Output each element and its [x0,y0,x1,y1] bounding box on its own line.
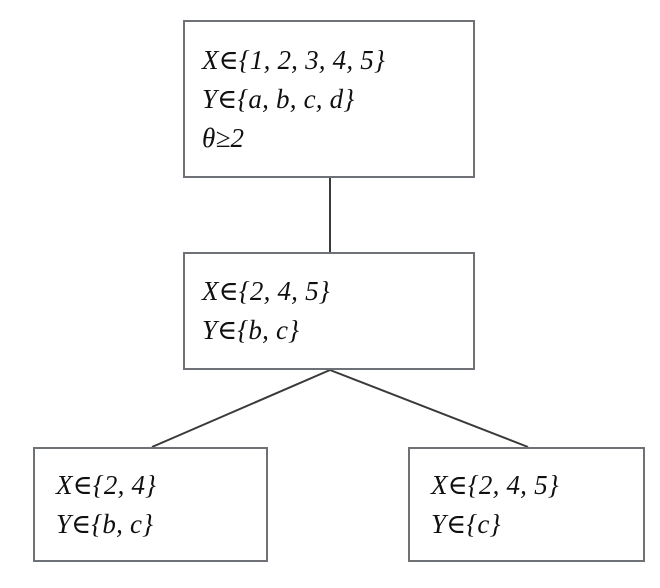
tree-node-root[interactable]: X∈{1, 2, 3, 4, 5} Y∈{a, b, c, d} θ≥2 [183,20,475,178]
node-root-line-x: X∈{1, 2, 3, 4, 5} [202,44,385,75]
edge-mid-leaf-right [329,369,529,448]
node-leaf-left-line-x: X∈{2, 4} [56,469,157,500]
node-leaf-left-line-y: Y∈{b, c} [56,508,154,539]
node-leaf-right-line-x: X∈{2, 4, 5} [431,469,559,500]
node-root-line-theta: θ≥2 [202,122,245,153]
tree-node-leaf-left[interactable]: X∈{2, 4} Y∈{b, c} [33,447,268,562]
edge-mid-leaf-left [151,369,331,448]
node-mid-line-x: X∈{2, 4, 5} [202,276,330,306]
node-root-line-y: Y∈{a, b, c, d} [202,83,355,114]
tree-node-mid[interactable]: X∈{2, 4, 5} Y∈{b, c} [183,252,475,370]
node-mid-line-y: Y∈{b, c} [202,315,300,345]
node-leaf-right-line-y: Y∈{c} [431,508,501,539]
tree-node-leaf-right[interactable]: X∈{2, 4, 5} Y∈{c} [408,447,645,562]
